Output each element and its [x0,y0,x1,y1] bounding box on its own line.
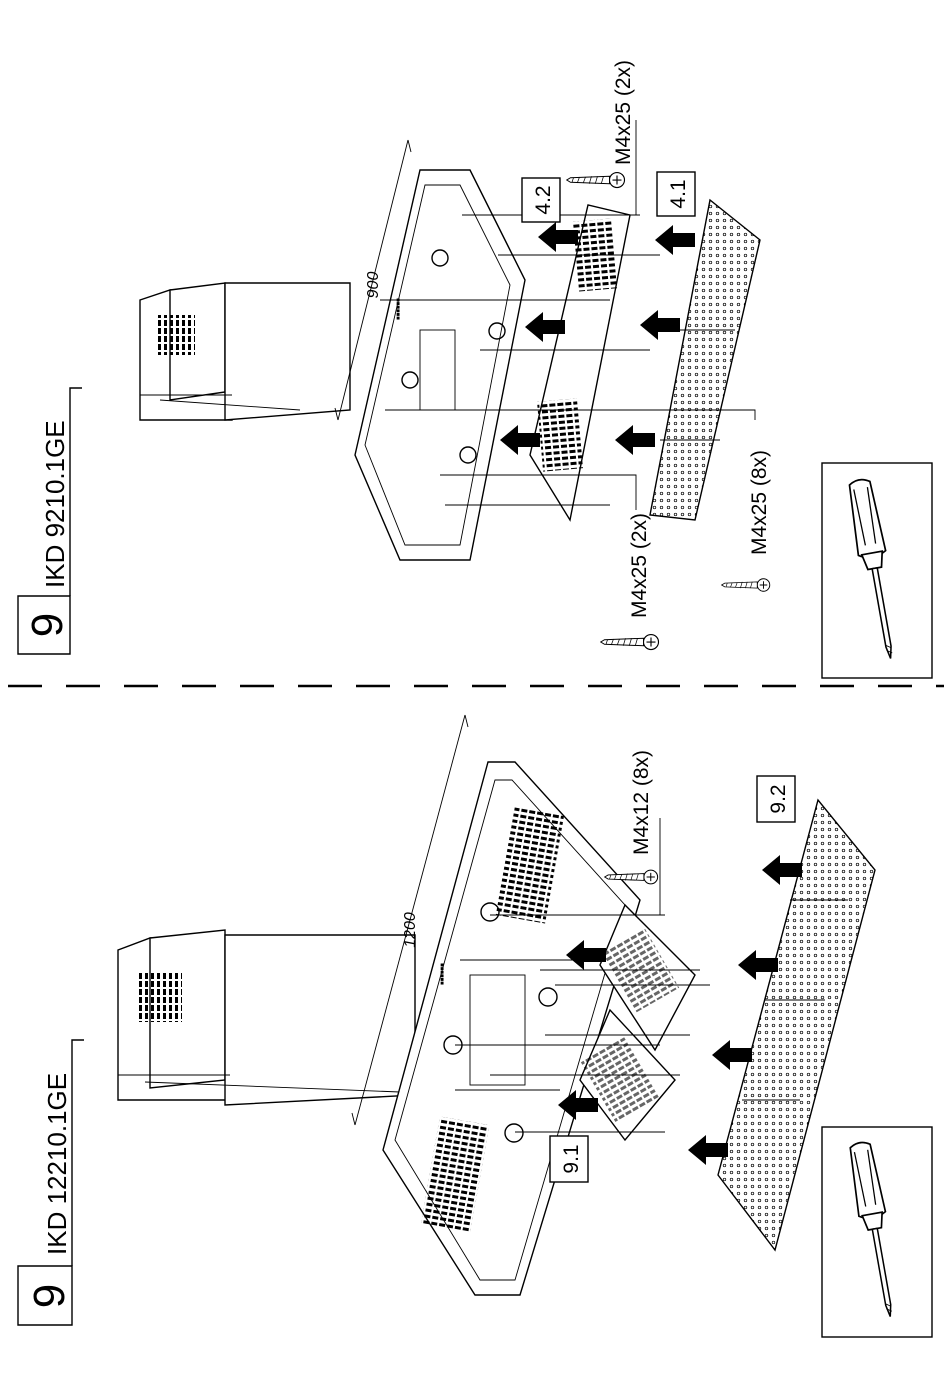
svg-text:9.2: 9.2 [767,784,790,813]
step-number-top: 9 [23,613,72,637]
part-tag-9-2: 9.2 [757,776,795,822]
svg-text:4.1: 4.1 [667,179,690,208]
panel-bottom: 9 IKD 12210.1GE ■■■■■■ 1 [18,715,932,1337]
hood-bottom: ■■■■■■ [118,762,640,1295]
panel-top: 9 IKD 9210.1GE ■■■■■■ 900 [18,60,932,678]
arrow-up-icon [615,425,655,455]
screw-icon [567,173,625,188]
screw-label-top-3: M4x25 (8x) [748,450,771,555]
part-tag-4-2: 4.2 [522,178,560,222]
svg-text:■■■■■■: ■■■■■■ [396,298,402,320]
svg-text:4.2: 4.2 [532,185,555,214]
step-number-bottom: 9 [25,1284,74,1308]
arrow-up-icon [640,310,680,340]
screw-label-top-1: M4x25 (2x) [612,60,635,165]
dimension-900: 900 [365,272,382,299]
model-label-top: IKD 9210.1GE [40,420,70,588]
arrow-up-icon [712,1040,752,1070]
tool-box-top [822,463,932,678]
arrow-up-icon [538,222,578,252]
tool-box-bottom [822,1127,932,1337]
hood-top: ■■■■■■ [140,170,525,560]
part-tag-9-1: 9.1 [550,1136,588,1182]
screw-label-bottom-1: M4x12 (8x) [630,750,653,855]
arrow-up-icon [655,225,695,255]
model-label-bottom: IKD 12210.1GE [42,1073,72,1255]
dimension-1200: 1200 [402,912,419,948]
svg-text:■■■■■■: ■■■■■■ [440,963,446,985]
part-tag-4-1: 4.1 [657,172,695,216]
step-badge-bottom: 9 IKD 12210.1GE [18,1040,84,1325]
screw-icon [601,635,659,650]
screw-label-top-2: M4x25 (2x) [628,513,651,618]
screw-icon [722,579,770,592]
svg-text:9.1: 9.1 [560,1144,583,1173]
filter-plates-top [530,200,760,520]
step-badge-top: 9 IKD 9210.1GE [18,388,82,654]
